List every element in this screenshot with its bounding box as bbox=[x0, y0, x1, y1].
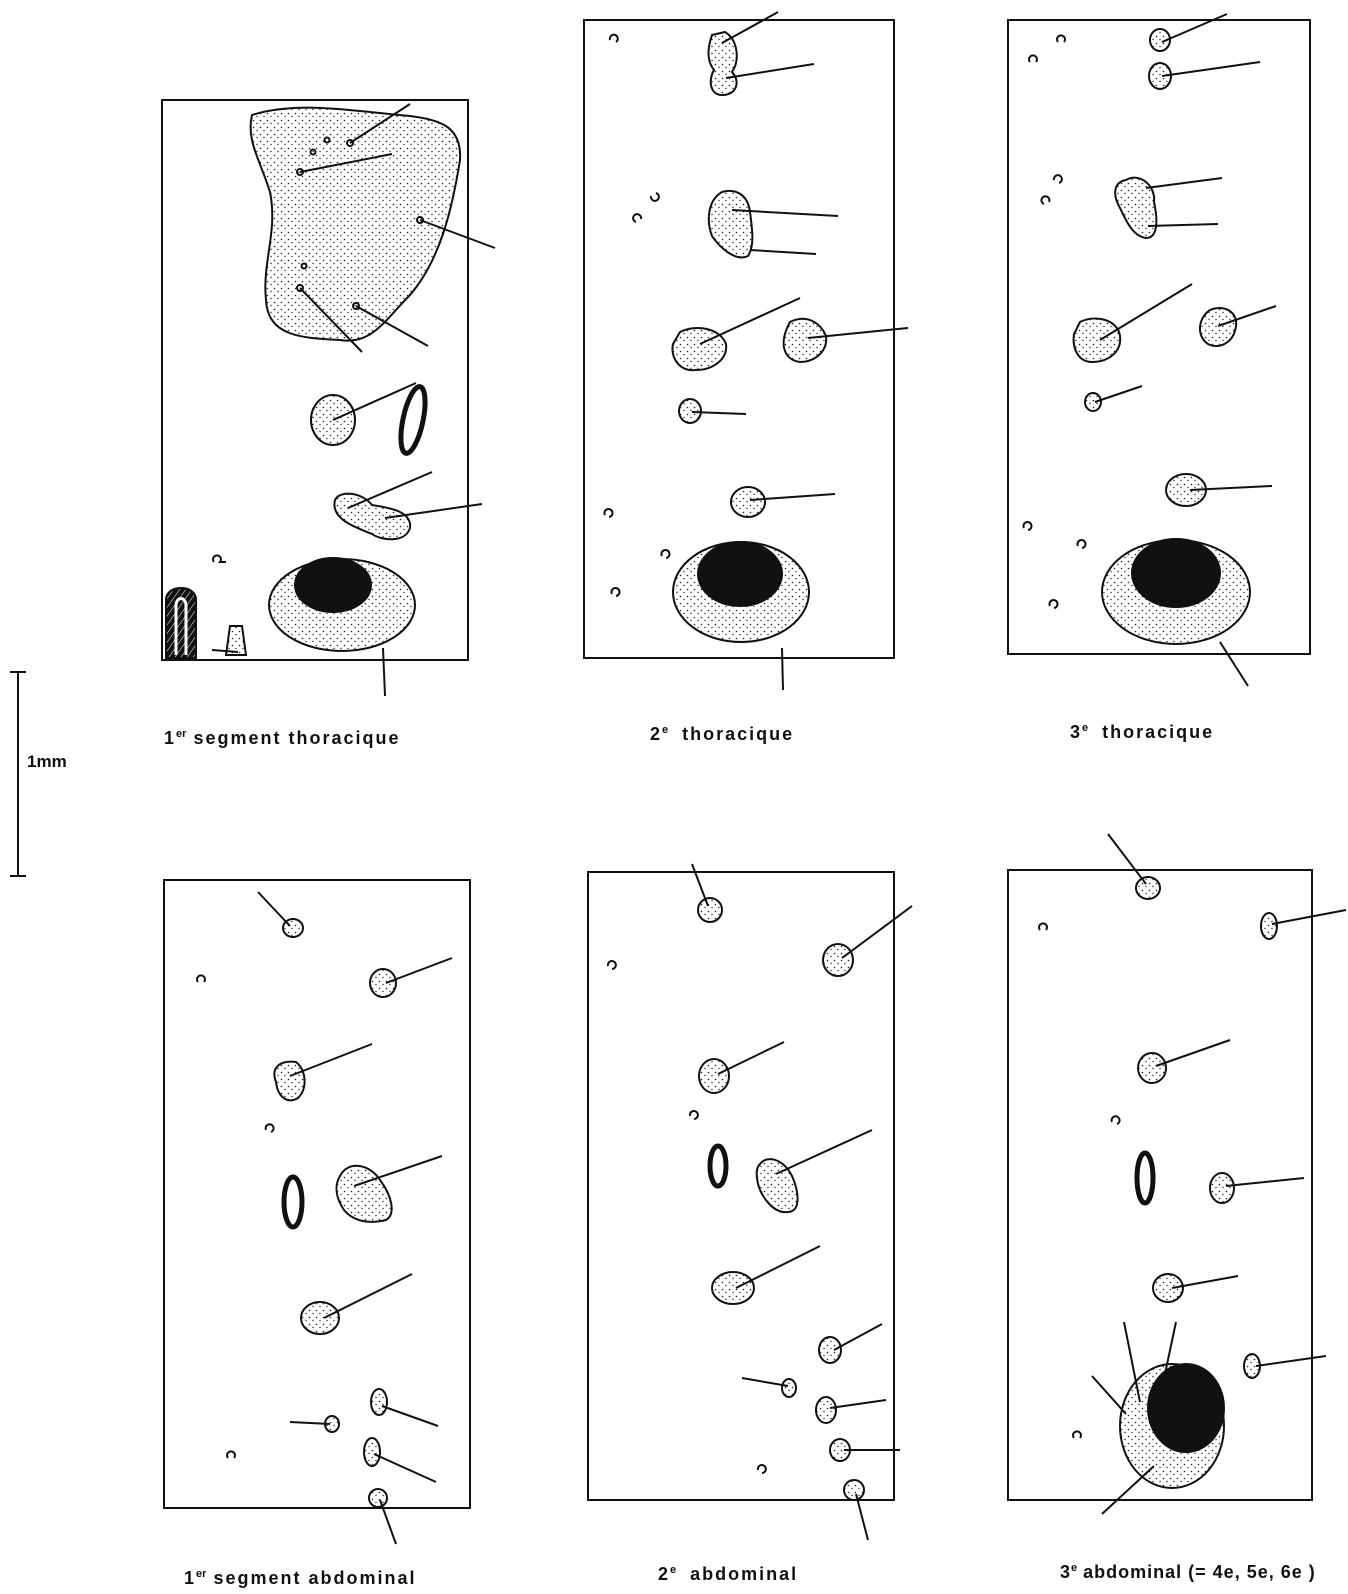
spiracle bbox=[396, 385, 430, 456]
dark-sclerite bbox=[698, 542, 782, 606]
caption-thoracic-3: 3e thoracique bbox=[1070, 722, 1214, 743]
dark-sclerite bbox=[295, 558, 371, 612]
pinaculum bbox=[708, 32, 736, 95]
pinaculum bbox=[672, 328, 726, 370]
panel-thoracic-3 bbox=[1008, 14, 1310, 686]
panel-thoracic-2 bbox=[584, 12, 908, 690]
panel-abdominal-1 bbox=[164, 880, 470, 1544]
spiracle bbox=[710, 1146, 726, 1186]
pinaculum bbox=[709, 191, 753, 258]
panel-abdominal-2 bbox=[588, 864, 912, 1540]
caption-abdominal-2: 2e abdominal bbox=[658, 1564, 798, 1585]
spiracle bbox=[1137, 1153, 1153, 1203]
panel-abdominal-3 bbox=[1008, 834, 1346, 1514]
pinaculum bbox=[784, 319, 827, 362]
panel-thoracic-1 bbox=[162, 100, 495, 696]
dark-sclerite bbox=[1148, 1364, 1224, 1452]
scale-label: 1mm bbox=[27, 752, 67, 772]
caption-thoracic-2: 2e thoracique bbox=[650, 724, 794, 745]
caption-abdominal-1: 1er segment abdominal bbox=[184, 1568, 416, 1589]
caption-thoracic-1: 1er segment thoracique bbox=[164, 728, 400, 749]
spiracle bbox=[284, 1177, 302, 1227]
scale-bar bbox=[10, 672, 26, 876]
segment-outline bbox=[164, 880, 470, 1508]
caption-abdominal-3: 3e abdominal (= 4e, 5e, 6e ) bbox=[1060, 1562, 1316, 1583]
dark-sclerite bbox=[1132, 539, 1220, 607]
